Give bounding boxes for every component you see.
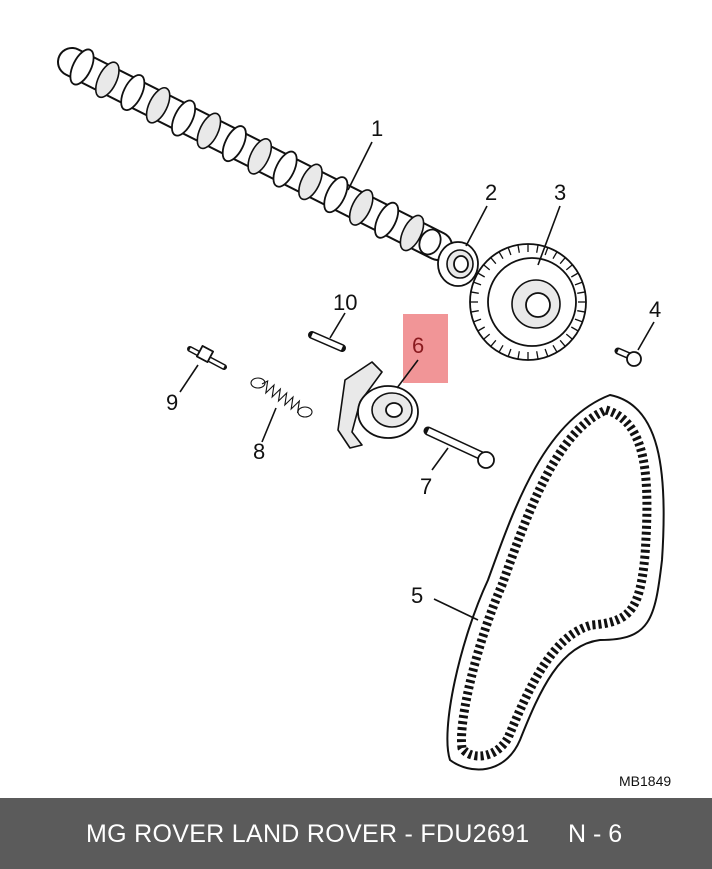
stud-pin-part — [187, 344, 227, 370]
camshaft-part — [57, 47, 453, 261]
callout-3: 3 — [554, 180, 566, 205]
footer-page-ref: N - 6 — [568, 820, 623, 848]
reference-code: MB1849 — [619, 773, 671, 789]
dowel-part — [308, 331, 346, 352]
tensioner-part — [337, 361, 419, 449]
callout-8: 8 — [253, 439, 265, 464]
spring-part — [250, 377, 313, 418]
exploded-parts-diagram: 1 2 3 4 5 6 7 8 9 10 MB1849 — [57, 47, 671, 789]
callout-9: 9 — [166, 390, 178, 415]
callout-7: 7 — [420, 474, 432, 499]
footer-brand-part-number: MG ROVER LAND ROVER - FDU2691 — [86, 820, 530, 848]
callout-5: 5 — [411, 583, 423, 608]
callout-6: 6 — [412, 333, 424, 358]
callout-2: 2 — [485, 180, 497, 205]
callout-10: 10 — [333, 290, 357, 315]
callout-4: 4 — [649, 297, 661, 322]
bolt-small-part — [614, 347, 642, 367]
highlight-box-item-6 — [403, 314, 448, 383]
leader-lines — [179, 141, 655, 621]
bolt-long-part — [423, 426, 495, 469]
footer-bar: MG ROVER LAND ROVER - FDU2691 N - 6 — [0, 798, 712, 869]
camshaft-pulley-part — [469, 243, 587, 361]
oil-seal-part — [437, 241, 479, 287]
callout-1: 1 — [371, 116, 383, 141]
timing-belt-part — [446, 393, 665, 771]
